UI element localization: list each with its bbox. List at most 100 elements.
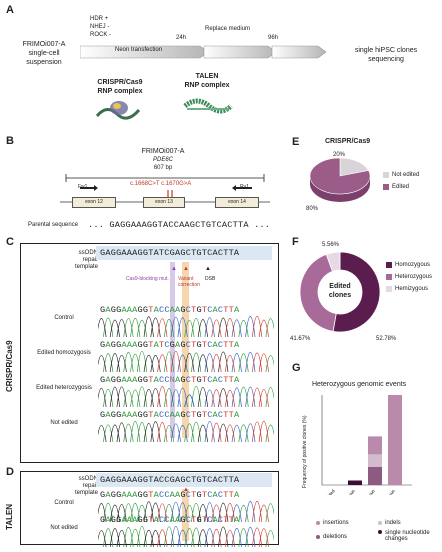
f-swatch-1	[386, 274, 392, 280]
base-letter: A	[153, 410, 159, 420]
base-letter: C	[217, 375, 224, 385]
base-letter: A	[212, 305, 218, 315]
trace-G	[96, 526, 229, 548]
base-letter: C	[217, 410, 224, 420]
base-letter: G	[180, 410, 186, 420]
base-letter: C	[164, 410, 170, 420]
base-letter: C	[207, 410, 213, 420]
base-letter: T	[228, 305, 234, 315]
base-letter: A	[105, 305, 111, 315]
exon-13: exon 13	[143, 197, 185, 208]
f-donut-chart	[299, 251, 381, 333]
f-donut-slice-heterozygous	[299, 253, 337, 332]
base-letter: A	[233, 515, 240, 525]
f-legend-text-0: Homozygous	[395, 262, 431, 268]
base-letter: G	[100, 410, 106, 420]
g-title: Heterozygous genomic events	[312, 381, 407, 388]
base-letter: T	[191, 340, 197, 350]
base-letter: T	[201, 375, 208, 385]
base-letter: T	[191, 305, 197, 315]
c-block-highlight	[170, 262, 175, 438]
base-letter: A	[169, 410, 176, 420]
trace-C	[177, 351, 256, 373]
base-letter: C	[164, 515, 170, 525]
base-letter: G	[142, 410, 149, 420]
trace-G	[96, 351, 229, 373]
base-letter: A	[175, 490, 181, 500]
base-letter: C	[217, 490, 224, 500]
trace-T	[157, 527, 269, 548]
talen-line1: TALEN	[195, 73, 219, 80]
g-legend-deletions: deletions	[316, 534, 347, 540]
base-letter: T	[191, 490, 197, 500]
chromatogram-trace	[96, 420, 276, 447]
g-bar-segment	[368, 467, 382, 485]
trace-G	[96, 501, 229, 523]
base-letter: G	[180, 305, 186, 315]
f-legend-homozygous: Homozygous	[386, 262, 430, 268]
base-letter: T	[148, 410, 154, 420]
panel-g-label: G	[292, 362, 301, 374]
g-swatch-snc	[378, 530, 382, 534]
chromatogram-trace	[96, 525, 276, 552]
chromatogram-row-label: Edited heterozygosis	[36, 385, 92, 391]
c-template-label: ssODN repair template	[74, 250, 98, 270]
base-letter: T	[223, 375, 229, 385]
primer-rv: Rv1	[240, 184, 249, 190]
exon-12: exon 12	[72, 197, 116, 208]
e-pie-chart	[309, 157, 371, 202]
base-letter: G	[142, 305, 149, 315]
base-letter: A	[212, 490, 218, 500]
base-letter: A	[175, 305, 181, 315]
chromatogram-row-label: Edited homozygosis	[37, 350, 91, 356]
base-letter: G	[137, 305, 143, 315]
base-letter: A	[153, 490, 159, 500]
f-legend-hemizygous: Hemizygous	[386, 286, 428, 292]
base-letter: C	[158, 490, 165, 500]
trace-G	[96, 316, 229, 338]
base-letter: T	[201, 490, 208, 500]
d-template-label: ssODN repair template	[74, 476, 98, 496]
base-letter: C	[158, 375, 165, 385]
amplicon-info: FRIMOi007-A PDE6C 607 bp	[118, 148, 208, 172]
f-center-line1: Edited	[329, 283, 351, 290]
base-letter: G	[116, 515, 122, 525]
base-letter: T	[201, 410, 208, 420]
base-letter: G	[196, 410, 202, 420]
base-letter: G	[116, 375, 122, 385]
g-legend-snc: single nucleotide changes	[378, 530, 435, 542]
chromatogram-trace	[96, 350, 276, 377]
base-letter: A	[105, 375, 111, 385]
base-letter: A	[233, 375, 240, 385]
c-variant-highlight	[182, 262, 189, 438]
panel-f-label: F	[292, 236, 299, 248]
base-letter: T	[228, 515, 234, 525]
base-letter: A	[175, 515, 181, 525]
outcome-line2: sequencing	[368, 56, 404, 63]
primer-fw: Fw1	[78, 184, 88, 190]
base-letter: G	[142, 490, 149, 500]
panel-b-label: B	[6, 135, 14, 147]
base-letter: C	[164, 490, 170, 500]
d-template-seq: GAGGAAAGGTACCGAGCTGTCACTTA	[100, 475, 240, 485]
base-letter: A	[121, 515, 127, 525]
e-pie-slice-edited	[309, 157, 371, 195]
base-letter: G	[110, 515, 117, 525]
base-letter: G	[137, 515, 143, 525]
base-letter: T	[148, 515, 154, 525]
trace-G	[96, 421, 229, 443]
g-legend-text-2: deletions	[323, 534, 348, 540]
g-legend-text-1: indels	[385, 520, 401, 526]
annot-dsb: DSB	[205, 276, 216, 282]
base-letter: T	[148, 375, 154, 385]
base-letter: G	[116, 490, 122, 500]
condition-rock: ROCK -	[90, 32, 111, 38]
base-letter: A	[169, 515, 176, 525]
base-letter: C	[164, 340, 170, 350]
base-letter: A	[233, 410, 240, 420]
e-value-edited: 80%	[306, 206, 319, 212]
e-legend-text-1: Edited	[392, 184, 410, 190]
base-letter: T	[191, 375, 197, 385]
amplicon-size: 607 bp	[153, 165, 173, 171]
base-letter: A	[153, 305, 159, 315]
